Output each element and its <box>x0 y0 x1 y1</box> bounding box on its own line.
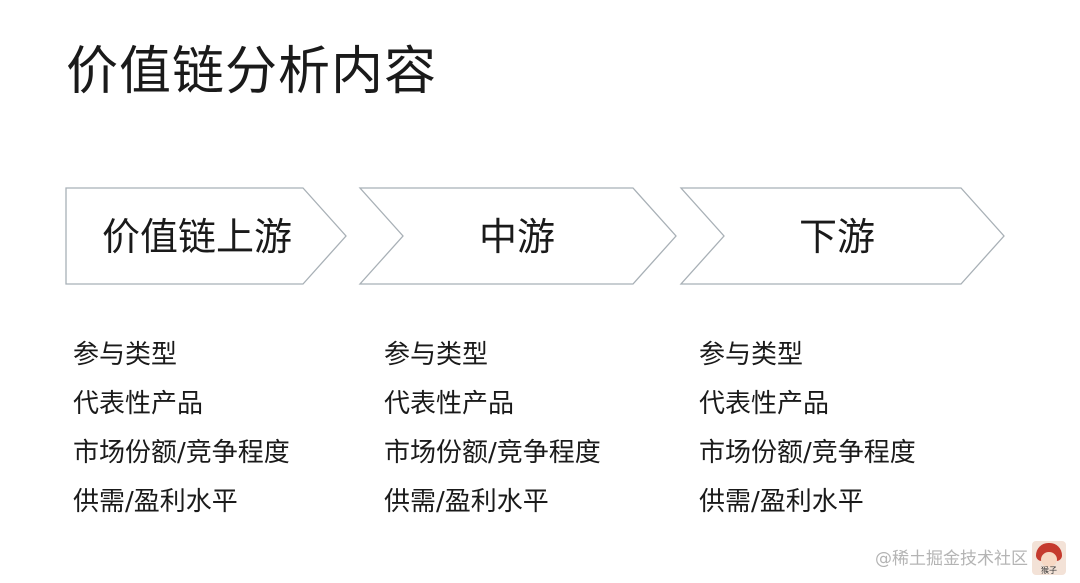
list-item: 市场份额/竞争程度 <box>73 438 290 468</box>
page-title: 价值链分析内容 <box>66 42 438 102</box>
upstream-item-list: 参与类型 代表性产品 市场份额/竞争程度 供需/盈利水平 <box>73 336 290 532</box>
list-item: 代表性产品 <box>699 389 830 419</box>
list-item: 参与类型 <box>73 340 178 370</box>
list-item: 供需/盈利水平 <box>384 487 549 517</box>
list-item: 市场份额/竞争程度 <box>384 438 601 468</box>
midstream-label: 中游 <box>478 215 555 259</box>
list-item: 市场份额/竞争程度 <box>699 438 916 468</box>
downstream-label: 下游 <box>798 215 875 259</box>
list-item: 代表性产品 <box>384 389 515 419</box>
list-item: 参与类型 <box>384 340 489 370</box>
midstream-item-list: 参与类型 代表性产品 市场份额/竞争程度 供需/盈利水平 <box>384 336 601 532</box>
midstream-chevron <box>358 187 677 285</box>
list-item: 供需/盈利水平 <box>73 487 238 517</box>
upstream-label: 价值链上游 <box>101 215 292 259</box>
avatar-face-icon <box>1041 552 1057 567</box>
upstream-chevron <box>65 187 347 285</box>
avatar: 猴子 <box>1032 541 1066 575</box>
list-item: 参与类型 <box>699 340 804 370</box>
list-item: 供需/盈利水平 <box>699 487 864 517</box>
watermark-text: @稀土掘金技术社区 <box>875 549 1028 569</box>
downstream-chevron <box>679 187 1005 285</box>
avatar-label: 猴子 <box>1041 566 1057 575</box>
downstream-item-list: 参与类型 代表性产品 市场份额/竞争程度 供需/盈利水平 <box>699 336 916 532</box>
list-item: 代表性产品 <box>73 389 204 419</box>
